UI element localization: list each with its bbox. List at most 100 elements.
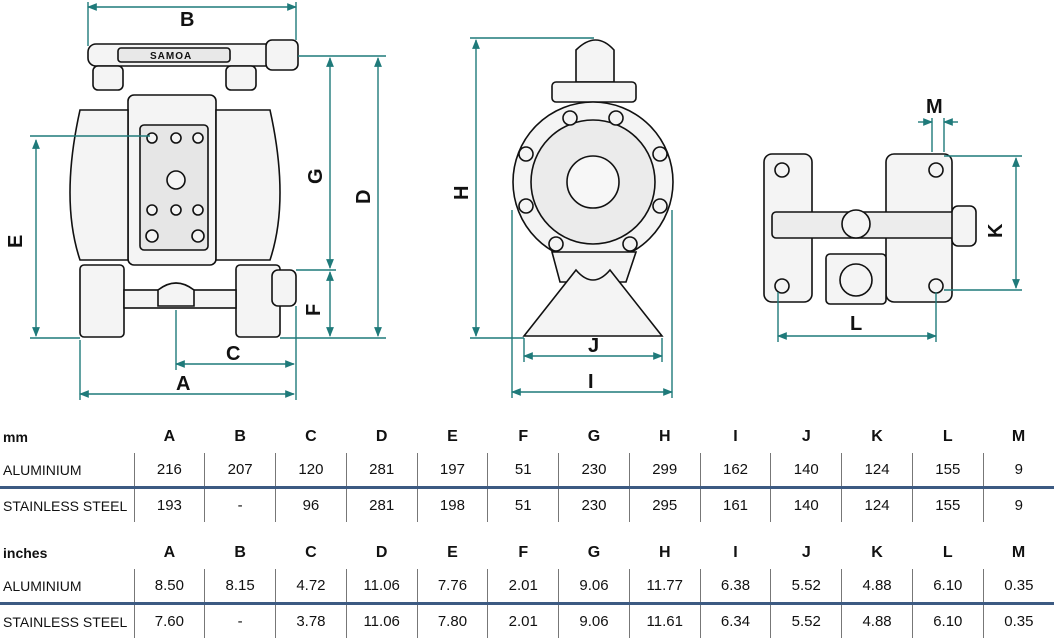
- column-header: G: [587, 543, 601, 561]
- table-row: STAINLESS STEEL 193 - 96 281 198 51 230 …: [0, 487, 1054, 522]
- table-cell: 299: [628, 453, 701, 489]
- table-cell: 2.01: [487, 603, 559, 638]
- column-header: A: [163, 543, 176, 561]
- table-cell: 51: [487, 487, 559, 522]
- table-cell: 140: [770, 453, 842, 489]
- column-header: B: [234, 427, 246, 445]
- table-cell: 9: [982, 487, 1054, 522]
- dim-label-m: M: [926, 96, 943, 118]
- column-header: E: [447, 427, 458, 445]
- dim-label-e: E: [5, 235, 27, 248]
- table-cell: 155: [911, 453, 984, 489]
- table-cell: 8.50: [133, 569, 205, 605]
- table-cell: 161: [699, 487, 771, 522]
- column-header: K: [871, 427, 883, 445]
- table-cell: 198: [416, 487, 488, 522]
- dim-label-h: H: [451, 186, 473, 200]
- material-label: STAINLESS STEEL: [3, 497, 128, 514]
- table-cell: 4.88: [841, 569, 913, 605]
- dim-label-g: G: [305, 168, 327, 184]
- top-view-dimension-lines: [777, 118, 1022, 342]
- pump-dimension-drawings: SAMOA B E G D F C A: [5, 2, 1022, 400]
- table-cell: 7.80: [416, 603, 488, 638]
- column-header: H: [658, 427, 671, 445]
- column-header: J: [801, 427, 811, 445]
- table-cell: 124: [841, 487, 913, 522]
- table-header-row: mm A B C D E F G H I J K L M: [0, 420, 1054, 453]
- table-cell: 5.52: [770, 603, 842, 638]
- column-header: J: [801, 543, 811, 561]
- column-header: L: [942, 543, 953, 561]
- table-cell: 11.77: [628, 569, 701, 605]
- column-header: G: [587, 427, 601, 445]
- table-cell: 207: [204, 453, 276, 489]
- column-header: M: [1011, 543, 1026, 561]
- column-header: C: [305, 543, 317, 561]
- table-row: STAINLESS STEEL 7.60 - 3.78 11.06 7.80 2…: [0, 603, 1054, 638]
- material-label: ALUMINIUM: [0, 453, 134, 489]
- table-cell: 6.10: [911, 569, 984, 605]
- table-cell: 0.35: [982, 569, 1054, 605]
- table-row: ALUMINIUM 216 207 120 281 197 51 230 299…: [0, 453, 1054, 489]
- material-label: STAINLESS STEEL: [3, 613, 128, 630]
- unit-label: mm: [3, 428, 28, 445]
- table-cell: 0.35: [982, 603, 1054, 638]
- dim-label-d: D: [353, 190, 375, 204]
- front-view-drawing: [69, 39, 299, 338]
- table-cell: 281: [345, 453, 418, 489]
- table-cell: 230: [558, 453, 630, 489]
- column-header: E: [447, 543, 458, 561]
- dimension-table-inches: inches A B C D E F G H I J K L M ALUMINI…: [0, 536, 1054, 638]
- table-cell: 8.15: [204, 569, 276, 605]
- column-header: F: [518, 543, 529, 561]
- column-header: M: [1011, 427, 1026, 445]
- column-header: L: [942, 427, 953, 445]
- dim-label-k: K: [985, 223, 1007, 238]
- table-cell: 2.01: [487, 569, 559, 605]
- table-cell: 6.38: [699, 569, 771, 605]
- table-cell: 295: [628, 487, 701, 522]
- column-header: D: [375, 427, 388, 445]
- dim-label-b: B: [180, 9, 194, 31]
- table-header-row: inches A B C D E F G H I J K L M: [0, 536, 1054, 569]
- column-header: D: [375, 543, 388, 561]
- table-cell: 124: [841, 453, 913, 489]
- dim-label-f: F: [303, 304, 325, 316]
- table-cell: 4.88: [841, 603, 913, 638]
- side-view-drawing: [512, 39, 674, 337]
- dim-label-a: A: [176, 373, 190, 395]
- table-cell: 7.76: [416, 569, 488, 605]
- unit-label: inches: [3, 544, 48, 561]
- table-cell: 3.78: [275, 603, 347, 638]
- table-cell: 140: [770, 487, 842, 522]
- column-header: I: [733, 427, 738, 445]
- dimension-table-mm: mm A B C D E F G H I J K L M ALUMINIUM 2…: [0, 420, 1054, 522]
- table-cell: 197: [416, 453, 488, 489]
- table-cell: 155: [911, 487, 984, 522]
- table-cell: -: [204, 603, 276, 638]
- dim-label-c: C: [226, 343, 240, 365]
- table-cell: -: [204, 487, 276, 522]
- table-cell: 9.06: [558, 569, 630, 605]
- column-header: F: [518, 427, 529, 445]
- column-header: B: [234, 543, 246, 561]
- table-cell: 4.72: [275, 569, 347, 605]
- brand-logo-text: SAMOA: [150, 51, 192, 62]
- front-view-dimension-lines: [30, 2, 386, 400]
- table-row: ALUMINIUM 8.50 8.15 4.72 11.06 7.76 2.01…: [0, 569, 1054, 605]
- dimension-tables: mm A B C D E F G H I J K L M ALUMINIUM 2…: [0, 420, 1054, 643]
- table-cell: 162: [699, 453, 771, 489]
- dim-label-i: I: [588, 371, 594, 393]
- table-cell: 9: [982, 453, 1054, 489]
- column-header: I: [733, 543, 738, 561]
- table-cell: 6.10: [911, 603, 984, 638]
- side-view-dimension-lines: [470, 37, 673, 398]
- table-cell: 120: [275, 453, 347, 489]
- column-header: C: [305, 427, 317, 445]
- dim-label-l: L: [850, 313, 862, 335]
- material-label: ALUMINIUM: [0, 569, 134, 605]
- column-header: A: [163, 427, 176, 445]
- table-cell: 11.06: [345, 569, 418, 605]
- table-cell: 5.52: [770, 569, 842, 605]
- column-header: K: [871, 543, 883, 561]
